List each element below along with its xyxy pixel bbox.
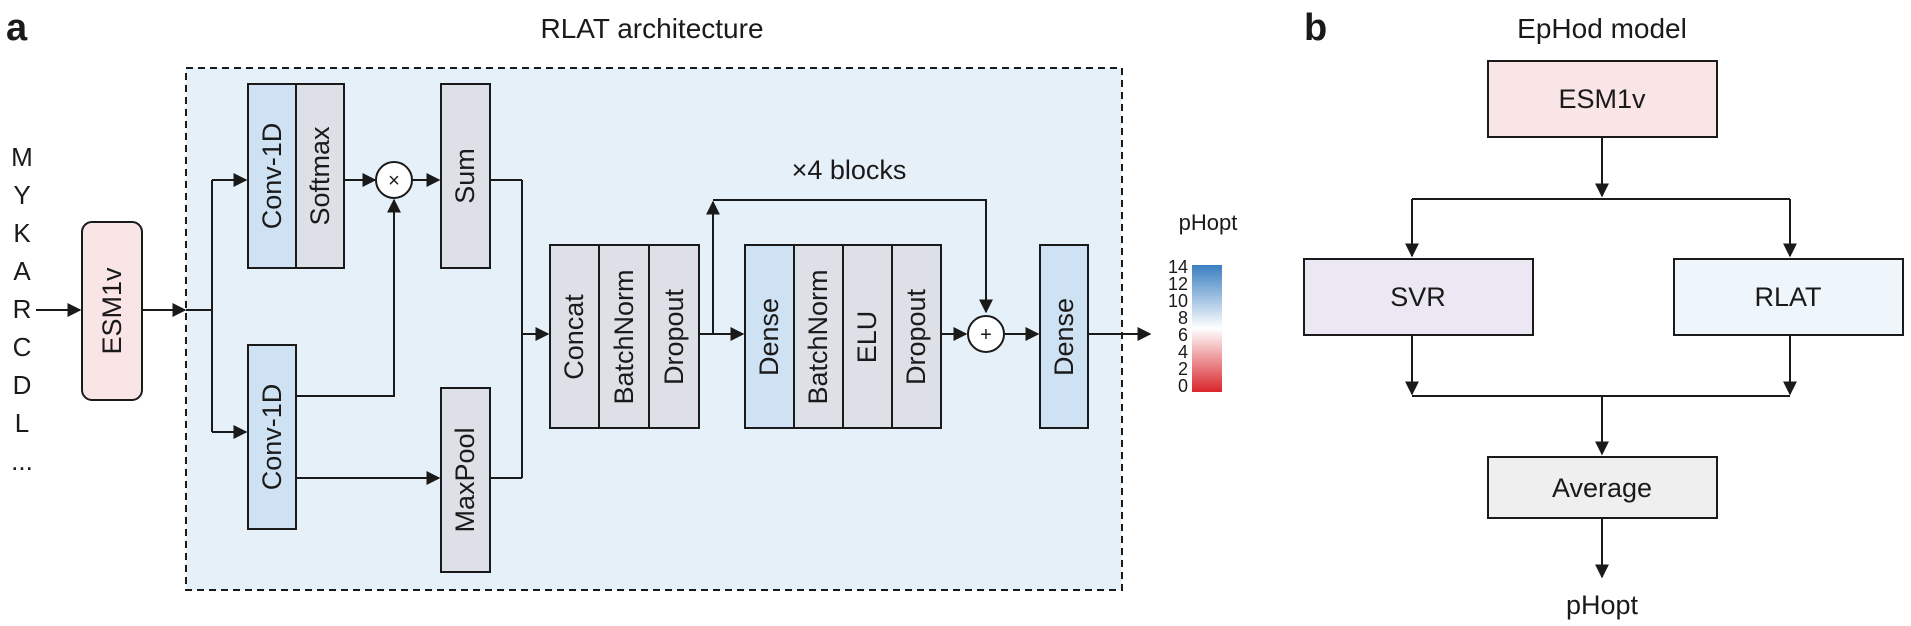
dropout-block-1 [648, 244, 700, 429]
svr-box [1303, 258, 1534, 336]
colorbar-tick: 10 [1168, 291, 1188, 311]
colorbar-ticks: 14 12 10 8 6 4 2 0 [1168, 257, 1188, 396]
sum-block [440, 83, 491, 269]
sum-label: Sum [450, 148, 480, 204]
phopt-output-label: pHopt [1566, 590, 1639, 620]
panel-a-title: RLAT architecture [540, 13, 763, 44]
conv1d-top-label: Conv-1D [257, 123, 287, 230]
dense-output-label: Dense [1049, 298, 1079, 376]
colorbar-tick: 6 [1178, 325, 1188, 345]
elu-block [842, 244, 893, 429]
panel-b-title: EpHod model [1517, 13, 1687, 44]
elu-label: ELU [852, 311, 882, 364]
conv1d-bottom-label: Conv-1D [257, 384, 287, 491]
svr-label: SVR [1390, 282, 1446, 312]
rlat-label: RLAT [1754, 282, 1821, 312]
dropout-label-1: Dropout [659, 288, 689, 385]
sequence-letter: C [13, 332, 32, 362]
concat-label: Concat [559, 294, 589, 380]
sequence-letter: A [13, 256, 31, 286]
esm1v-label: ESM1v [97, 267, 127, 355]
blocks-label: ×4 blocks [792, 155, 907, 185]
dropout-block-2 [891, 244, 942, 429]
conv1d-bottom-block [247, 344, 297, 530]
rlat-box [1673, 258, 1904, 336]
softmax-label: Softmax [305, 126, 335, 226]
batchnorm-label-2: BatchNorm [803, 269, 833, 404]
ephod-esm1v-label: ESM1v [1558, 84, 1646, 114]
sequence-letter: K [13, 218, 31, 248]
batchnorm-block-2 [793, 244, 844, 429]
panel-a-letter: a [6, 7, 28, 49]
sequence-letter: Y [13, 180, 30, 210]
colorbar [1192, 265, 1222, 392]
panel-b-letter: b [1304, 7, 1327, 49]
softmax-block [295, 83, 345, 269]
input-sequence: M Y K A R C D L ... [11, 142, 33, 476]
maxpool-block [440, 387, 491, 573]
multiply-symbol: × [388, 170, 400, 192]
dense-block-1 [744, 244, 795, 429]
add-symbol: + [980, 324, 992, 346]
colorbar-tick: 8 [1178, 308, 1188, 328]
dense-label-1: Dense [754, 298, 784, 376]
sequence-letter: ... [11, 446, 33, 476]
average-box [1487, 456, 1718, 519]
colorbar-tick: 0 [1178, 376, 1188, 396]
colorbar-label: pHopt [1179, 210, 1238, 235]
dropout-label-2: Dropout [901, 288, 931, 385]
colorbar-tick: 12 [1168, 274, 1188, 294]
colorbar-tick: 14 [1168, 257, 1188, 277]
colorbar-tick: 4 [1178, 342, 1188, 362]
sequence-letter: L [15, 408, 29, 438]
concat-block [549, 244, 600, 429]
sequence-letter: M [11, 142, 33, 172]
average-label: Average [1552, 473, 1652, 503]
colorbar-tick: 2 [1178, 359, 1188, 379]
batchnorm-label-1: BatchNorm [609, 269, 639, 404]
sequence-letter: D [13, 370, 32, 400]
maxpool-label: MaxPool [450, 427, 480, 532]
arrow-conv2-to-mult [296, 198, 401, 397]
dense-output-block [1039, 244, 1089, 429]
skip-connection [713, 199, 993, 314]
sequence-letter: R [13, 294, 32, 324]
ephod-esm1v-box [1487, 60, 1718, 138]
